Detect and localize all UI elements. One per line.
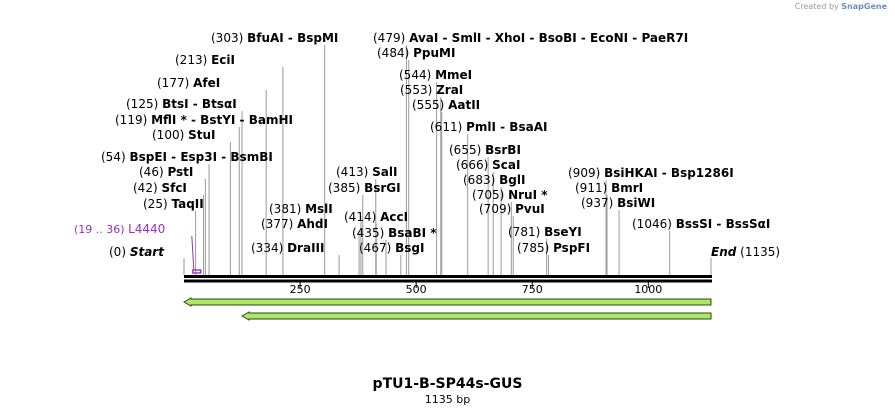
- ruler-tick-label: 500: [406, 283, 427, 296]
- site-label[interactable]: (911) BmrI: [575, 181, 643, 195]
- orf-arrow[interactable]: [241, 311, 712, 321]
- site-label[interactable]: (213) EciI: [175, 53, 235, 67]
- site-label[interactable]: (553) ZraI: [400, 83, 463, 97]
- credit-prefix: Created by: [794, 2, 839, 11]
- feature-label[interactable]: (19 .. 36) L4440: [74, 222, 165, 236]
- ruler-tick-label: 250: [290, 283, 311, 296]
- site-label[interactable]: (479) AvaI - SmlI - XhoI - BsoBI - EcoNI…: [373, 31, 688, 45]
- site-label[interactable]: (785) PspFI: [517, 241, 590, 255]
- site-label[interactable]: (1046) BssSI - BssSαI: [632, 217, 770, 231]
- site-label[interactable]: (683) BglI: [463, 173, 525, 187]
- end-marker-label[interactable]: End (1135): [711, 245, 780, 259]
- site-label[interactable]: (46) PstI: [139, 165, 193, 179]
- site-label[interactable]: (119) MflI * - BstYI - BamHI: [115, 113, 293, 127]
- backbone-top-strand: [184, 275, 712, 278]
- site-label[interactable]: (781) BseYI: [508, 225, 582, 239]
- plasmid-name: pTU1-B-SP44s-GUS: [372, 376, 523, 392]
- feature-line: [191, 235, 195, 271]
- snapgene-credit: Created by SnapGene: [795, 2, 887, 11]
- site-label[interactable]: (435) BsaBI *: [352, 226, 437, 240]
- ruler-tick-label: 1000: [634, 283, 662, 296]
- site-label[interactable]: (544) MmeI: [399, 68, 472, 82]
- site-label[interactable]: (125) BtsI - BtsαI: [126, 97, 237, 111]
- site-label[interactable]: (100) StuI: [152, 128, 215, 142]
- site-label[interactable]: (611) PmlI - BsaAI: [430, 120, 547, 134]
- start-marker-label[interactable]: (0) Start: [109, 245, 165, 259]
- ruler: 250 500 750 1000: [290, 282, 662, 296]
- site-label[interactable]: (177) AfeI: [157, 76, 220, 90]
- site-label[interactable]: (303) BfuAI - BspMI: [211, 31, 338, 45]
- site-label[interactable]: (54) BspEI - Esp3I - BsmBI: [101, 150, 273, 164]
- site-label[interactable]: (334) DraIII: [251, 241, 324, 255]
- site-label[interactable]: (705) NruI *: [472, 188, 548, 202]
- site-label[interactable]: (385) BsrGI: [328, 181, 401, 195]
- backbone-bottom-strand: [184, 279, 712, 283]
- site-label[interactable]: (655) BsrBI: [449, 143, 521, 157]
- feature-mark[interactable]: [192, 269, 202, 274]
- snapgene-logo: SnapGene: [841, 2, 887, 11]
- plasmid-length: 1135 bp: [424, 393, 471, 406]
- backbone: [184, 275, 712, 283]
- site-label[interactable]: (381) MslI: [269, 202, 333, 216]
- site-label[interactable]: (413) SalI: [336, 165, 397, 179]
- site-label[interactable]: (484) PpuMI: [377, 46, 455, 60]
- site-label[interactable]: (937) BsiWI: [581, 196, 655, 210]
- site-label[interactable]: (42) SfcI: [133, 181, 187, 195]
- site-label[interactable]: (467) BsgI: [359, 241, 424, 255]
- ruler-tick-label: 750: [522, 283, 543, 296]
- site-label[interactable]: (709) PvuI: [479, 202, 545, 216]
- orf-arrows: [182, 297, 712, 321]
- site-label[interactable]: (414) AccI: [344, 210, 408, 224]
- site-label[interactable]: (25) TaqII: [143, 197, 204, 211]
- orf-arrow[interactable]: [182, 297, 712, 307]
- site-label[interactable]: (909) BsiHKAI - Bsp1286I: [568, 166, 734, 180]
- site-lines: [183, 45, 712, 275]
- site-label[interactable]: (377) AhdI: [261, 217, 328, 231]
- site-label[interactable]: (555) AatII: [412, 98, 480, 112]
- site-label[interactable]: (666) ScaI: [456, 158, 520, 172]
- site-labels: (25) TaqII (42) SfcI (46) PstI(54) BspEI -…: [74, 31, 780, 259]
